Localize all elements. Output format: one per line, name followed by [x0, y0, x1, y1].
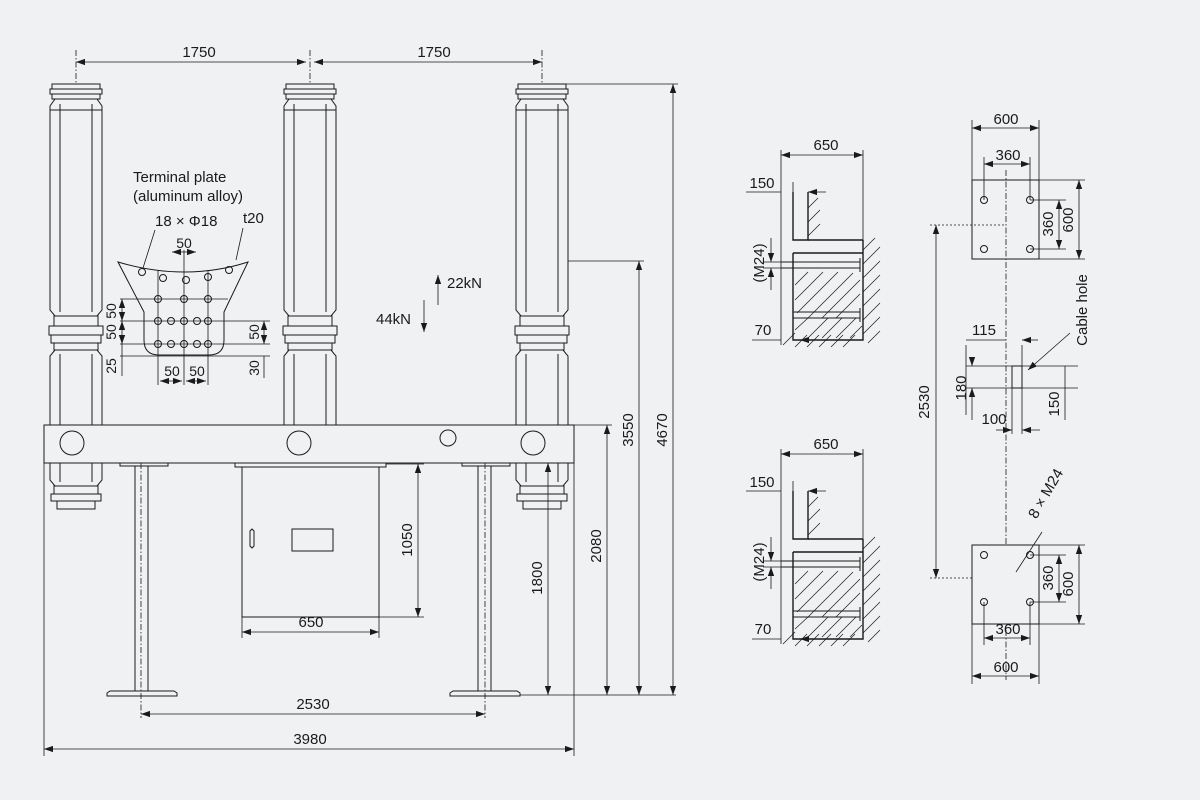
- bottom-pad-height-600: 600: [1060, 571, 1077, 596]
- terminal-plate-title: Terminal plate: [133, 169, 226, 186]
- cable-hole-label: Cable hole: [1074, 274, 1091, 346]
- dim-overall-width: 3980: [293, 731, 326, 748]
- foundation-pad-top: [971, 179, 1040, 260]
- anchor-top-dim-width: 650: [813, 137, 838, 154]
- dim-plate-bottom-50a: 50: [164, 363, 180, 379]
- terminal-plate-material: (aluminum alloy): [133, 188, 243, 205]
- thickness-leader: [235, 227, 244, 261]
- dim-plate-left-25: 25: [103, 358, 119, 374]
- cable-hole-leader: [1027, 332, 1071, 371]
- dim-support-height: 1800: [529, 561, 546, 594]
- dim-phase-left: 1750: [182, 44, 215, 61]
- anchor-bottom-dim-bottom: 70: [755, 621, 772, 638]
- horizontal-load-label: 22kN: [447, 275, 482, 292]
- anchor-detail-bottom: 650 150: [746, 436, 881, 647]
- foundation-plan: 600 360 360 600 2530 115 180: [916, 111, 1091, 684]
- dim-total-height: 4670: [654, 413, 671, 446]
- mechanism-beam: [43, 424, 575, 464]
- dim-terminal-height: 3550: [620, 413, 637, 446]
- dim-beam-height: 2080: [588, 529, 605, 562]
- dim-plate-bottom-50b: 50: [189, 363, 205, 379]
- terminal-plate-holes: 18 × Φ18: [155, 213, 217, 230]
- cable-hole-dim-100: 100: [981, 411, 1006, 428]
- dim-plate-right-50: 50: [246, 324, 262, 340]
- support-column-right: [449, 462, 521, 697]
- beam-hole-b: [286, 430, 312, 456]
- dim-cabinet-width: 650: [298, 614, 323, 631]
- anchor-top-dim-offset: 150: [749, 175, 774, 192]
- dim-plate-right-30: 30: [246, 360, 262, 376]
- terminal-plate-thickness: t20: [243, 210, 264, 227]
- beam-hole-c: [520, 430, 546, 456]
- dim-plate-left-50a: 50: [103, 303, 119, 319]
- top-pad-width-360: 360: [995, 147, 1020, 164]
- dim-support-spacing: 2530: [296, 696, 329, 713]
- top-pad-height-360: 360: [1040, 211, 1057, 236]
- bottom-pad-height-360: 360: [1040, 565, 1057, 590]
- cabinet-handle: [249, 528, 255, 549]
- bolts-leader: [1015, 531, 1043, 573]
- dim-phase-right: 1750: [417, 44, 450, 61]
- dim-plate-top-50: 50: [176, 235, 192, 251]
- top-pad-height-600: 600: [1060, 207, 1077, 232]
- beam-hole-a: [59, 430, 85, 456]
- foundation-pad-bottom: [971, 544, 1040, 625]
- anchor-top-bolt-label: (M24): [751, 243, 768, 282]
- dim-plate-left-50b: 50: [103, 324, 119, 340]
- top-pad-width-600: 600: [993, 111, 1018, 128]
- support-column-left: [106, 462, 178, 697]
- bottom-pad-width-360: 360: [995, 621, 1020, 638]
- holes-leader: [142, 229, 156, 269]
- anchor-bottom-dim-offset: 150: [749, 474, 774, 491]
- cabinet-window: [291, 528, 334, 552]
- cable-hole: [1011, 365, 1023, 389]
- anchor-detail-top: 650 150: [746, 137, 881, 348]
- foundation-dim-2530: 2530: [916, 385, 933, 418]
- anchor-bottom-dim-width: 650: [813, 436, 838, 453]
- terminal-plate-outline: [117, 261, 249, 356]
- cable-hole-dim-150: 150: [1046, 391, 1063, 416]
- anchor-top-dim-bottom: 70: [755, 322, 772, 339]
- anchor-bottom-bolt-label: (M24): [751, 542, 768, 581]
- bottom-pad-width-600: 600: [993, 659, 1018, 676]
- cable-hole-dim-180: 180: [953, 375, 970, 400]
- front-view: 1750 1750: [43, 44, 678, 756]
- beam-small-hole: [439, 429, 457, 447]
- cable-hole-dim-115: 115: [972, 322, 996, 339]
- operating-cabinet: [234, 462, 387, 618]
- load-indicators: 44kN 22kN: [376, 275, 482, 332]
- terminal-plate-detail: Terminal plate (aluminum alloy) 18 × Φ18…: [103, 169, 270, 385]
- dim-cabinet-height: 1050: [399, 523, 416, 556]
- foundation-bolts-label: 8 × M24: [1025, 466, 1067, 522]
- vertical-load-label: 44kN: [376, 311, 411, 328]
